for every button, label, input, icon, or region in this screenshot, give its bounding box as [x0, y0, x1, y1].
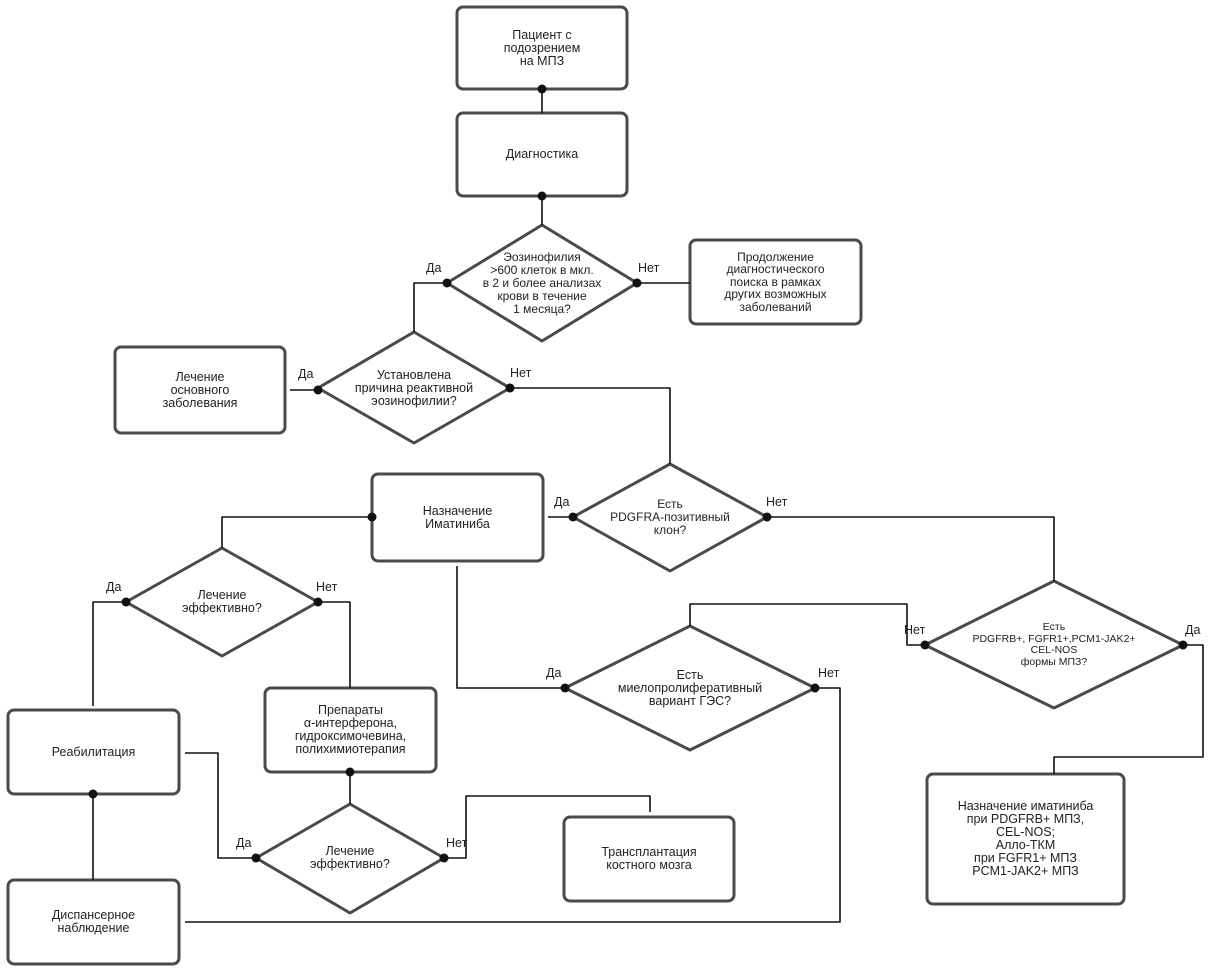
q-eosinophilia-label: Эозинофилия >600 клеток в мкл. в 2 и бол… — [482, 249, 602, 316]
edge-label-yes: Да — [236, 836, 252, 850]
edge-label-yes: Да — [554, 495, 570, 509]
observation-label: Диспансерное наблюдение — [51, 908, 136, 935]
transplant-box — [562, 815, 736, 903]
connector-dot — [762, 512, 772, 522]
rehab-label: Реабилитация — [51, 744, 136, 759]
edge-label-no: Нет — [316, 580, 338, 594]
transplant-label: Трансплантация костного мозга — [601, 845, 697, 872]
q-mpv-label: Есть миелопролиферативный вариант ГЭС? — [617, 667, 763, 708]
connector-effective1-yes — [92, 601, 126, 706]
connector-dot — [920, 640, 930, 650]
imatinib-label: Назначение Иматиниба — [422, 503, 493, 531]
q-effective-1-diamond — [124, 546, 320, 658]
connector-dot — [810, 683, 820, 693]
q-pdgfra-label: Есть PDGFRA-позитивный клон? — [610, 496, 730, 537]
treat-underlying-label: Лечение основного заболевания — [162, 369, 238, 410]
connector-dot — [560, 683, 570, 693]
patient-label: Пациент с подозрением на МПЗ — [503, 27, 581, 68]
edge-label-yes: Да — [546, 666, 562, 680]
connector-mpv-no — [185, 687, 841, 923]
connector-dot — [367, 512, 377, 522]
connector-dot — [632, 278, 642, 288]
connector-dot — [442, 278, 452, 288]
connector-dot — [345, 767, 355, 777]
diagnostics-label: Диагностика — [505, 147, 579, 161]
connector-dot — [251, 853, 261, 863]
q-pdgfra-diamond — [571, 462, 769, 573]
connector-effective2-yes — [185, 752, 256, 859]
connector-reactive-no — [510, 387, 671, 464]
connector-imatinib-mpv — [456, 566, 565, 689]
edge-label-yes: Да — [298, 367, 314, 381]
edge-label-no: Нет — [446, 836, 468, 850]
connector-dot — [121, 597, 131, 607]
edge-label-no: Нет — [766, 495, 788, 509]
treat-underlying-box — [113, 345, 287, 435]
connector-dot — [568, 512, 578, 522]
connector-dot — [313, 385, 323, 395]
q-effective-2-label: Лечение эффективно? — [310, 844, 390, 871]
connector-pdgfra-no — [767, 516, 1055, 581]
connector-dot — [505, 383, 515, 393]
interferon-label: Препараты α-интерферона, гидроксимочевин… — [294, 703, 407, 756]
q-effective-1-label: Лечение эффективно? — [182, 588, 262, 615]
imatinib-forms-label: Назначение иматиниба при PDGFRB+ МПЗ, CE… — [957, 799, 1094, 878]
q-effective-2-diamond — [254, 802, 446, 915]
edge-label-no: Нет — [904, 623, 926, 637]
q-eosinophilia-diamond — [445, 223, 639, 343]
connector-other-forms-no — [689, 603, 925, 646]
edge-label-yes: Да — [106, 580, 122, 594]
connector-dot — [537, 84, 547, 94]
connector-effective1-no — [318, 601, 351, 688]
q-other-forms-diamond — [923, 579, 1185, 710]
edge-label-no: Нет — [638, 261, 660, 275]
edge-label-no: Нет — [818, 666, 840, 680]
edge-label-yes: Да — [1185, 623, 1201, 637]
edge-label-yes: Да — [426, 261, 442, 275]
q-reactive-diamond — [316, 330, 512, 445]
q-reactive-label: Установлена причина реактивной эозинофил… — [354, 367, 474, 408]
connector-dot — [1178, 640, 1188, 650]
continue-search-label: Продолжение диагностического поиска в ра… — [724, 249, 827, 314]
continue-search-box — [688, 238, 863, 326]
imatinib-forms-box — [925, 772, 1126, 906]
connector-eosinophilia-yes — [413, 282, 447, 332]
connector-dot — [537, 191, 547, 201]
edge-label-no: Нет — [510, 366, 532, 380]
connector-dot — [313, 597, 323, 607]
connector-effective2-no — [444, 795, 651, 859]
connector-dot — [88, 789, 98, 799]
connector-other-forms-yes — [1053, 644, 1204, 774]
q-mpv-diamond — [563, 624, 817, 752]
connector-imatinib-effective — [221, 516, 372, 548]
connector-dot — [439, 853, 449, 863]
q-other-forms-label: Есть PDGFRB+, FGFR1+,PCM1-JAK2+ CEL-NOS … — [972, 621, 1136, 668]
